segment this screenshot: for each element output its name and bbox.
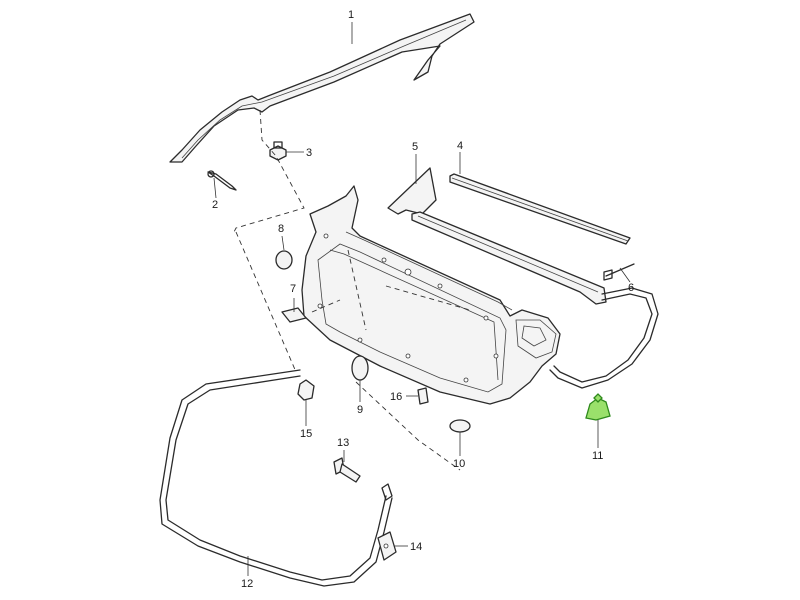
callout-10: 10 bbox=[453, 458, 465, 470]
part-7-plate bbox=[281, 307, 307, 323]
callout-4: 4 bbox=[457, 140, 463, 152]
callout-13: 13 bbox=[337, 437, 349, 449]
callout-8: 8 bbox=[278, 223, 284, 235]
window-seal-loop bbox=[549, 287, 659, 389]
leader-lines bbox=[213, 22, 631, 576]
callout-1: 1 bbox=[348, 9, 354, 21]
part-9-oval-plug bbox=[351, 355, 369, 381]
part-6-rod bbox=[603, 263, 635, 281]
part-2-clip bbox=[207, 170, 237, 191]
part-4-seal-strip bbox=[449, 173, 631, 245]
callout-5: 5 bbox=[412, 141, 418, 153]
assembly-dashed-lines bbox=[233, 109, 471, 471]
callout-2: 2 bbox=[212, 199, 218, 211]
callout-3: 3 bbox=[306, 147, 312, 159]
callout-15: 15 bbox=[300, 428, 312, 440]
callout-7: 7 bbox=[290, 283, 296, 295]
callout-16: 16 bbox=[390, 391, 402, 403]
part-13-screw bbox=[333, 457, 361, 483]
part-8-round-plug bbox=[275, 250, 293, 270]
part-5-mirror-bracket bbox=[387, 167, 607, 305]
part-11-clip bbox=[585, 393, 611, 421]
callout-12: 12 bbox=[241, 578, 253, 590]
part-16-connector bbox=[417, 387, 429, 405]
callout-11: 11 bbox=[592, 450, 603, 462]
part-1-window-frame-trim bbox=[169, 13, 475, 163]
callout-6: 6 bbox=[628, 282, 634, 294]
part-14-bracket bbox=[377, 531, 397, 561]
callout-labels: 1 2 3 4 5 6 7 8 9 10 11 12 13 14 15 16 bbox=[212, 9, 634, 590]
part-12-door-seal bbox=[159, 369, 393, 587]
callout-14: 14 bbox=[410, 541, 422, 553]
callout-9: 9 bbox=[357, 404, 363, 416]
part-15-bolt bbox=[297, 379, 315, 401]
part-10-cap bbox=[449, 419, 471, 433]
door-inner-panel bbox=[301, 185, 561, 405]
part-3-bolt bbox=[269, 141, 287, 161]
